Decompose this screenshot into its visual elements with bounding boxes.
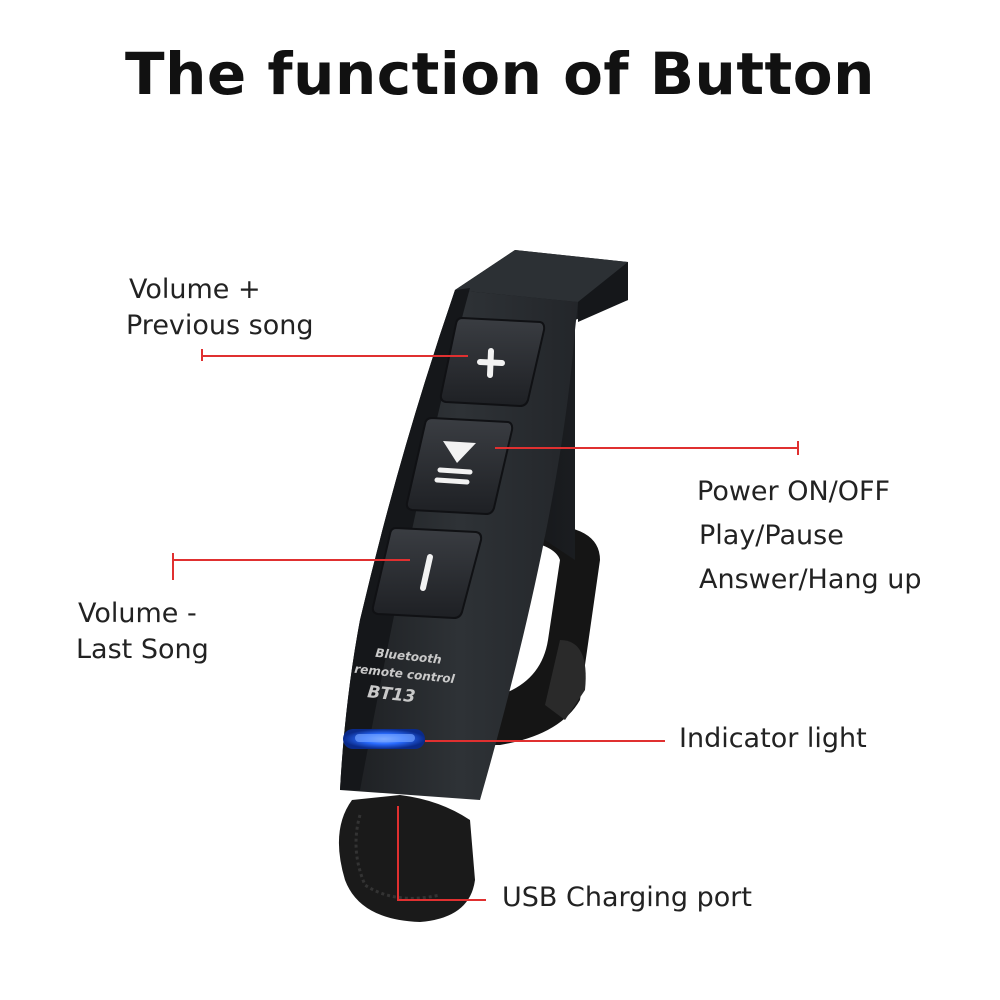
label-volume-plus: Volume + Previous song xyxy=(126,272,314,344)
plus-button[interactable] xyxy=(439,316,546,408)
label-indicator-light: Indicator light xyxy=(679,723,867,754)
callout-usb xyxy=(397,806,486,901)
callout-power xyxy=(495,441,799,455)
label-volume-minus-line2: Last Song xyxy=(76,634,209,665)
callout-volume-minus xyxy=(172,553,410,580)
label-power-line3: Answer/Hang up xyxy=(699,564,922,595)
plus-icon xyxy=(477,348,505,378)
label-power-line2: Play/Pause xyxy=(699,520,844,551)
label-volume-minus-line1: Volume - xyxy=(78,598,197,629)
label-usb-port: USB Charging port xyxy=(502,882,752,913)
label-volume-plus-line2: Previous song xyxy=(126,310,314,341)
label-volume-plus-line1: Volume + xyxy=(129,274,261,305)
label-power-line1: Power ON/OFF xyxy=(697,476,891,507)
device-branding: Bluetooth remote control BT13 xyxy=(354,646,457,707)
label-power: Power ON/OFF Play/Pause Answer/Hang up xyxy=(697,470,921,602)
minus-button[interactable] xyxy=(371,526,483,620)
play-pause-icon xyxy=(434,441,476,485)
indicator-light xyxy=(343,729,425,749)
brand-line1: Bluetooth xyxy=(375,646,443,667)
label-volume-minus: Volume - Last Song xyxy=(76,596,209,668)
callout-lines xyxy=(172,349,799,901)
play-pause-button[interactable] xyxy=(405,416,514,516)
velcro-strap xyxy=(338,524,600,922)
page-title: The function of Button xyxy=(125,40,875,108)
callout-volume-plus xyxy=(201,349,468,361)
minus-icon xyxy=(420,554,433,591)
